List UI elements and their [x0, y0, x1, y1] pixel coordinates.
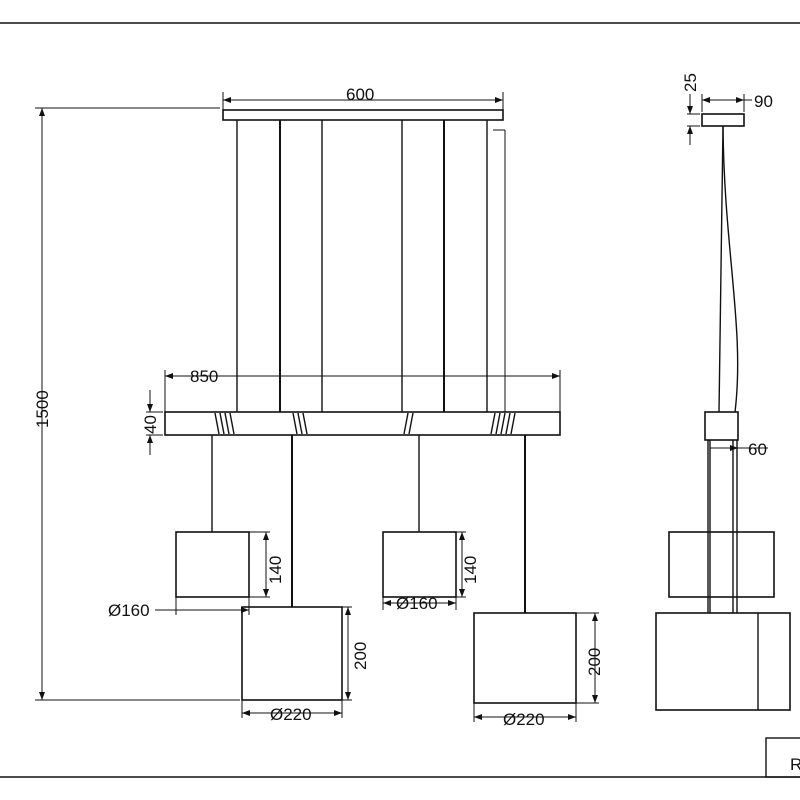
small-shade-right — [382, 531, 457, 598]
dim-large-shade-left-height: 200 — [351, 642, 370, 670]
dim-side-bar-depth: 60 — [748, 440, 767, 459]
side-large-shade — [655, 612, 791, 711]
drawing-frame: R — [0, 22, 800, 778]
front-view: 600 1500 850 40 140 Ø160 200 Ø220 140 — [33, 85, 604, 729]
large-shade-right — [473, 612, 577, 704]
shade-cords — [211, 435, 526, 613]
dim-small-shade-left-diameter: Ø160 — [108, 601, 150, 620]
dim-side-canopy-width: 90 — [754, 92, 773, 111]
dim-large-shade-right-height: 200 — [585, 648, 604, 676]
large-shade-left — [241, 606, 343, 701]
dim-large-shade-right-diameter: Ø220 — [503, 710, 545, 729]
dim-bar-height: 40 — [141, 415, 160, 434]
dim-small-shade-right-diameter: Ø160 — [396, 594, 438, 613]
side-small-shade — [668, 531, 775, 598]
title-block-text: R — [790, 755, 800, 774]
dim-side-canopy-height: 25 — [681, 73, 700, 92]
wire-coils — [214, 412, 516, 435]
canopy — [222, 109, 504, 121]
dim-large-shade-left-diameter: Ø220 — [270, 705, 312, 724]
side-view: 25 90 60 — [655, 73, 791, 711]
dim-total-height: 1500 — [33, 390, 52, 428]
horizontal-bar — [164, 411, 561, 436]
dim-canopy-width: 600 — [346, 85, 374, 104]
dim-small-shade-right-height: 140 — [461, 556, 480, 584]
suspension-wires — [236, 120, 506, 412]
small-shade-left — [175, 531, 250, 598]
side-canopy — [701, 113, 745, 127]
dim-small-shade-left-height: 140 — [266, 556, 285, 584]
side-bar — [704, 411, 739, 441]
dim-bar-length: 850 — [190, 367, 218, 386]
